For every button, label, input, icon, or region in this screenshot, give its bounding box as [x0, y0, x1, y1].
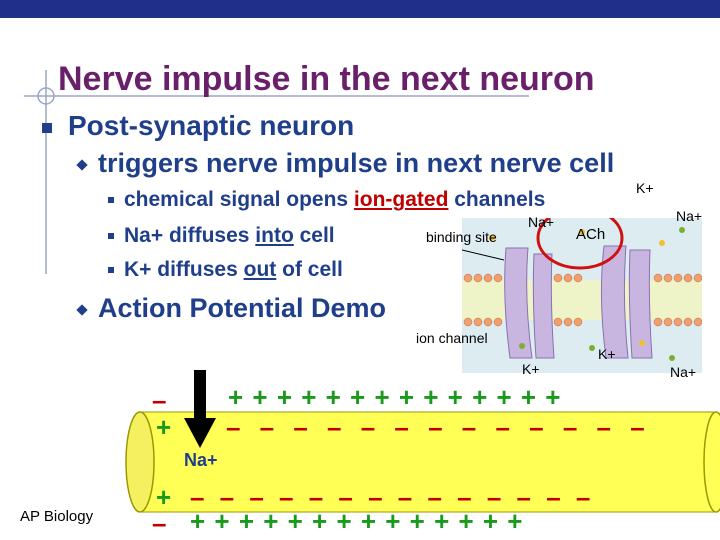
- na-bottom-right-label: Na+: [670, 364, 697, 380]
- inner-bottom-left-plus: +: [156, 482, 172, 512]
- slide-title: Nerve impulse in the next neuron: [58, 60, 595, 98]
- diamond-bullet-icon: [76, 159, 88, 171]
- na-center-label: Na+: [528, 214, 555, 230]
- text-part: Na+ diffuses: [124, 224, 256, 247]
- square-bullet-icon: [108, 197, 114, 204]
- outer-bottom-left-minus: –: [152, 508, 167, 538]
- outer-top-plus-row: + + + + + + + + + + + + + +: [228, 382, 562, 412]
- text-part: channels: [448, 188, 546, 211]
- channel-proteins: [504, 245, 653, 359]
- binding-site-label: binding site: [426, 229, 497, 245]
- inner-bottom-minus-row: – – – – – – – – – – – – – –: [190, 482, 595, 512]
- inner-top-minus-row: – – – – – – – – – – – – –: [226, 412, 651, 442]
- text-part: chemical signal opens: [124, 188, 354, 211]
- bullet-action-potential-demo[interactable]: Action Potential Demo: [76, 293, 387, 324]
- ion-channel-label: ion channel: [416, 330, 488, 346]
- k-top-label: K+: [636, 180, 654, 196]
- outer-top-left-minus: –: [152, 385, 167, 415]
- square-bullet-icon: [108, 267, 114, 274]
- sub-bullet-na-diffuses: Na+ diffuses into cell: [108, 224, 335, 248]
- ach-highlight-circle: [536, 218, 624, 270]
- outer-bottom-plus-row: + + + + + + + + + + + + + +: [190, 506, 524, 536]
- axon-na-label: Na+: [184, 450, 218, 470]
- ion-channel-illustration: [462, 218, 702, 373]
- bullet-text: triggers nerve impulse in next nerve cel…: [98, 148, 615, 178]
- bullet-text: Action Potential Demo: [98, 293, 387, 323]
- na-influx-arrow-icon: [184, 370, 216, 448]
- k-bottom-right-label: K+: [598, 346, 616, 362]
- out-term: out: [243, 258, 277, 281]
- sub-bullet-k-diffuses: K+ diffuses out of cell: [108, 258, 343, 282]
- ion-gated-term: ion-gated: [353, 188, 449, 211]
- footer-course-label: AP Biology: [20, 508, 94, 525]
- square-bullet-icon: [42, 122, 52, 133]
- sub-bullet-chemical-signal: chemical signal opens ion-gated channels: [108, 188, 545, 212]
- bullet-post-synaptic: Post-synaptic neuron: [42, 110, 354, 142]
- top-banner: [0, 0, 720, 18]
- diamond-bullet-icon: [76, 304, 88, 316]
- square-bullet-icon: [108, 233, 114, 240]
- axon-cylinder: [125, 411, 720, 513]
- text-part: K+ diffuses: [124, 258, 244, 281]
- k-bottom-left-label: K+: [522, 361, 540, 377]
- ions: [489, 227, 685, 361]
- into-term: into: [255, 224, 294, 247]
- lipid-bilayer: [462, 273, 702, 327]
- text-part: cell: [293, 224, 335, 247]
- na-top-right-label: Na+: [676, 208, 703, 224]
- binding-site-pointer: [462, 249, 505, 261]
- bullet-text: Post-synaptic neuron: [68, 110, 355, 141]
- ach-label: ACh: [576, 226, 606, 243]
- text-part: of cell: [276, 258, 343, 281]
- title-crosshair-decoration: [24, 70, 529, 274]
- inner-top-left-plus: +: [156, 412, 172, 442]
- bullet-triggers: triggers nerve impulse in next nerve cel…: [76, 148, 615, 179]
